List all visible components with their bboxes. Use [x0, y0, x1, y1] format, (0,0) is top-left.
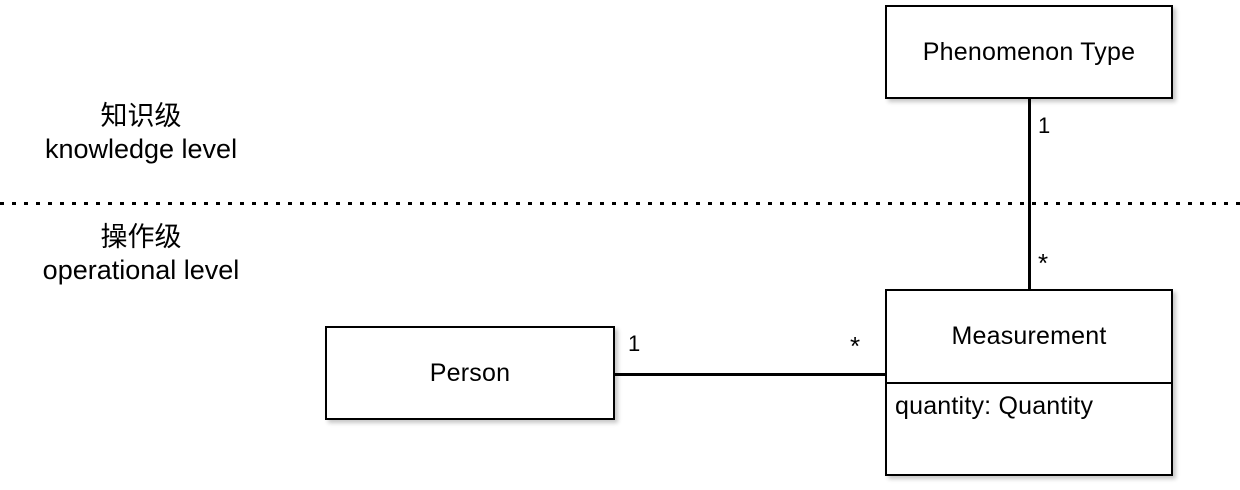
knowledge-level-label-cn: 知识级: [100, 101, 182, 131]
class-name-measurement: Measurement: [951, 322, 1107, 350]
multiplicity-person-end: 1: [628, 331, 641, 356]
knowledge-level-label-en: knowledge level: [44, 133, 238, 164]
class-attribute-quantity: quantity: Quantity: [895, 392, 1094, 420]
class-attributes-compartment-measurement: quantity: Quantity: [887, 384, 1171, 475]
class-box-phenomenon-type[interactable]: Phenomenon Type: [885, 5, 1173, 99]
association-line-person-measurement: [613, 373, 886, 376]
class-name-compartment-person: Person: [327, 328, 613, 418]
operational-level-label-cn: 操作级: [100, 222, 182, 252]
class-name-compartment-phenomenon-type: Phenomenon Type: [887, 7, 1171, 97]
association-line-phenomenontype-measurement: [1028, 98, 1031, 290]
multiplicity-measurement-top-end: *: [1038, 248, 1049, 278]
class-name-compartment-measurement: Measurement: [887, 291, 1171, 384]
multiplicity-phenomenontype-end: 1: [1038, 113, 1051, 138]
knowledge-level-caption: 知识级 knowledge level: [0, 100, 282, 166]
class-box-measurement[interactable]: Measurement quantity: Quantity: [885, 289, 1173, 476]
multiplicity-measurement-left-end: *: [850, 331, 861, 361]
operational-level-caption: 操作级 operational level: [0, 221, 282, 287]
level-separator-dotted-line: [0, 202, 1240, 205]
class-name-person: Person: [429, 358, 511, 387]
operational-level-label-en: operational level: [42, 254, 240, 285]
class-name-phenomenon-type: Phenomenon Type: [922, 37, 1136, 66]
class-box-person[interactable]: Person: [325, 326, 615, 420]
